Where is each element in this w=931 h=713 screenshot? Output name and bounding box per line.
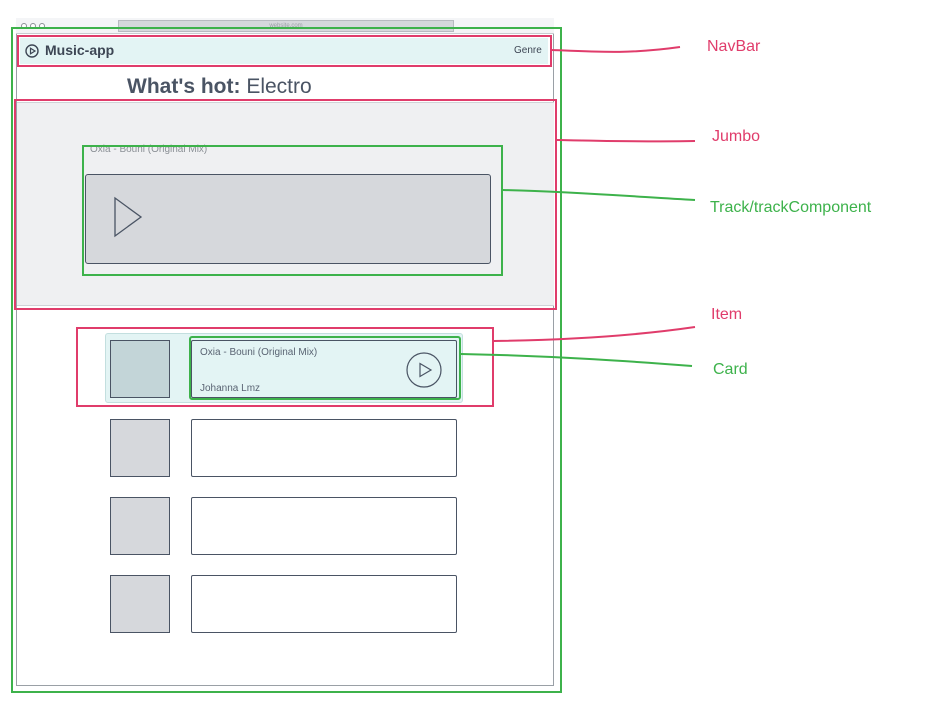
item-annotation-label: Item	[711, 306, 743, 323]
track-title: Oxia - Bouni (Original Mix)	[90, 144, 208, 155]
item-thumbnail	[110, 419, 170, 477]
app-title[interactable]: Music-app	[45, 42, 115, 58]
card-frame	[189, 336, 461, 400]
track-frame	[82, 145, 503, 276]
card-annotation-label: Card	[713, 361, 748, 378]
card[interactable]	[191, 419, 457, 477]
jumbo-annotation-label: Jumbo	[712, 128, 761, 145]
play-circle-icon[interactable]	[24, 43, 40, 59]
card-connector	[460, 353, 693, 367]
play-icon[interactable]	[112, 196, 144, 238]
card[interactable]	[191, 497, 457, 555]
navbar-frame	[17, 35, 552, 67]
item-connector	[493, 326, 696, 342]
jumbo-connector	[556, 139, 696, 143]
card[interactable]	[191, 340, 457, 398]
card[interactable]	[191, 575, 457, 633]
play-circle-icon[interactable]	[406, 352, 442, 388]
page-heading: What's hot: Electro	[127, 75, 312, 99]
address-bar[interactable]: website.com	[118, 20, 454, 32]
item-thumbnail	[110, 340, 170, 398]
genre-link[interactable]: Genre	[514, 45, 542, 56]
heading-genre: Electro	[246, 75, 312, 98]
heading-bold: What's hot:	[127, 75, 241, 98]
track-player[interactable]	[85, 174, 491, 264]
item-thumbnail	[110, 497, 170, 555]
card-artist: Johanna Lmz	[200, 383, 261, 394]
app-component-frame	[11, 27, 562, 693]
track-connector	[502, 189, 696, 201]
track-annotation-label: Track/trackComponent	[710, 199, 872, 216]
item-frame	[76, 327, 494, 407]
jumbo-frame	[14, 99, 557, 310]
card-title: Oxia - Bouni (Original Mix)	[200, 347, 318, 358]
navbar-connector	[551, 46, 681, 53]
navbar	[20, 38, 548, 64]
item-thumbnail	[110, 575, 170, 633]
navbar-annotation-label: NavBar	[707, 38, 761, 55]
